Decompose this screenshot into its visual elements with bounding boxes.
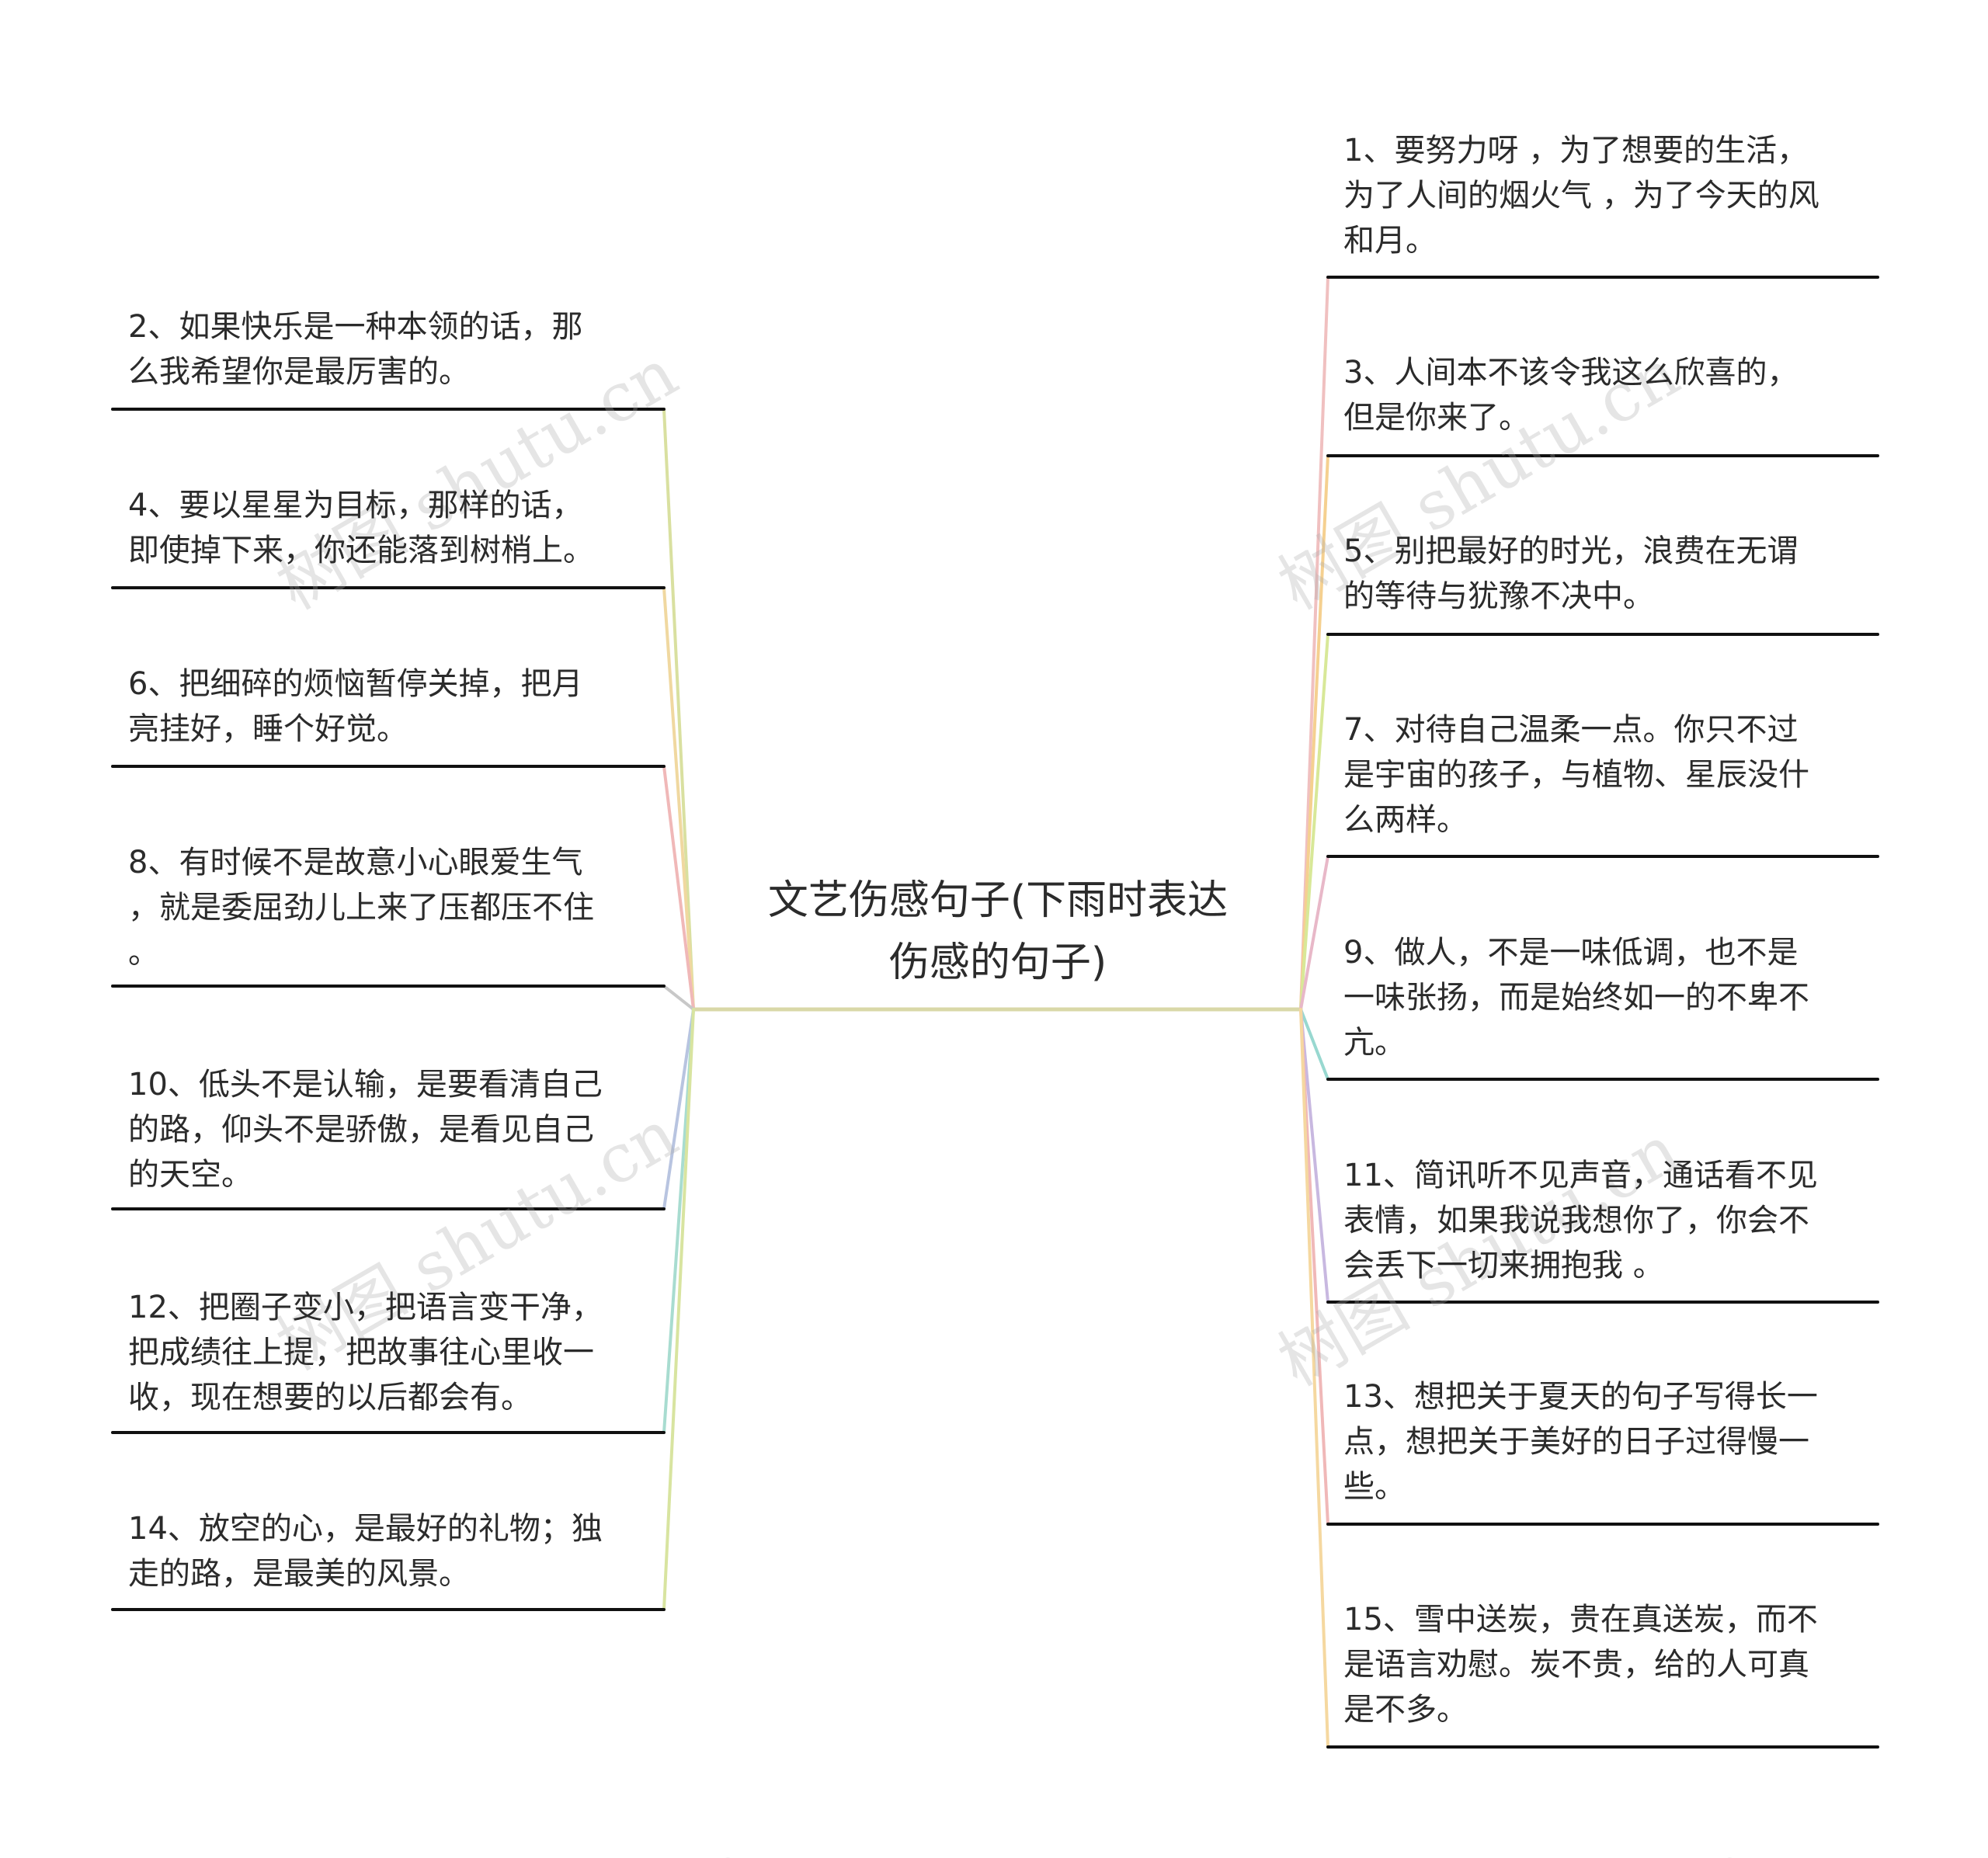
branch-connector (1299, 1008, 1329, 1081)
right-topic-node[interactable]: 5、别把最好的时光，浪费在无谓 的等待与犹豫不决中。 (1343, 529, 1860, 619)
node-text-line: 把成绩往上提，把故事往心里收一 (128, 1335, 594, 1370)
node-text-line: 。 (128, 935, 159, 971)
right-topic-node[interactable]: 9、做人，不是一味低调，也不是 一味张扬，而是始终如一的不卑不 亢。 (1343, 930, 1860, 1065)
node-text-line: 是语言劝慰。炭不贵，给的人可真 (1343, 1647, 1809, 1683)
branch-connector (662, 586, 695, 1011)
node-text-line: 表情，如果我说我想你了，你会不 (1343, 1203, 1809, 1238)
branch-connector (662, 985, 695, 1011)
branch-connector (1299, 1008, 1329, 1304)
node-text-line: 是宇宙的孩子，与植物、星辰没什 (1343, 757, 1809, 793)
branch-connector (662, 765, 695, 1011)
node-text-line: 2、如果快乐是一种本领的话，那 (128, 309, 583, 345)
branch-connector (1299, 633, 1329, 1011)
node-text-line: 7、对待自己温柔一点。你只不过 (1343, 712, 1799, 748)
branch-connector (1299, 454, 1329, 1011)
node-text-line: 13、想把关于夏天的句子写得长一 (1343, 1379, 1818, 1415)
node-text-line: 11、简讯听不见声音，通话看不见 (1343, 1158, 1818, 1193)
node-text-line: 的路，仰头不是骄傲，是看见自己 (128, 1112, 594, 1148)
node-text-line: 么两样。 (1343, 802, 1468, 838)
node-text-line: 的等待与犹豫不决中。 (1343, 578, 1654, 614)
node-text-line: 10、低头不是认输，是要看清自己 (128, 1067, 603, 1103)
node-text-line: 亮挂好，睡个好觉。 (128, 711, 408, 747)
node-text-line: 8、有时候不是故意小心眼爱生气 (128, 845, 583, 880)
node-text-line: 的天空。 (128, 1157, 252, 1193)
left-topic-node[interactable]: 2、如果快乐是一种本领的话，那 么我希望你是最厉害的。 (128, 304, 645, 394)
right-topic-node[interactable]: 11、简讯听不见声音，通话看不见 表情，如果我说我想你了，你会不 会丢下一切来拥… (1343, 1153, 1860, 1288)
left-topic-node[interactable]: 8、有时候不是故意小心眼爱生气 ，就是委屈劲儿上来了压都压不住 。 (128, 840, 645, 975)
right-topic-node[interactable]: 13、想把关于夏天的句子写得长一 点，想把关于美好的日子过得慢一 些。 (1343, 1374, 1860, 1509)
node-text-line: 但是你来了。 (1343, 400, 1530, 436)
node-text-line: 1、要努力呀 ，为了想要的生活， (1343, 133, 1809, 168)
central-topic[interactable]: 文艺伤感句子(下雨时表达 伤感的句子) (726, 870, 1270, 994)
right-topic-node[interactable]: 7、对待自己温柔一点。你只不过 是宇宙的孩子，与植物、星辰没什 么两样。 (1343, 707, 1860, 842)
branch-connector (1299, 1008, 1329, 1749)
node-text-line: 是不多。 (1343, 1692, 1468, 1728)
node-text-line: 会丢下一切来拥抱我 。 (1343, 1248, 1664, 1283)
node-text-line: 一味张扬，而是始终如一的不卑不 (1343, 980, 1809, 1016)
node-text-line: 即使掉下来，你还能落到树梢上。 (128, 533, 594, 568)
right-topic-node[interactable]: 3、人间本不该令我这么欣喜的， 但是你来了。 (1343, 350, 1860, 440)
node-text-line: 点，想把关于美好的日子过得慢一 (1343, 1424, 1809, 1460)
central-topic-line: 伤感的句子) (888, 939, 1107, 986)
node-text-line: 些。 (1343, 1469, 1406, 1505)
node-text-line: 15、雪中送炭，贵在真送炭，而不 (1343, 1602, 1818, 1637)
branch-connector (662, 1008, 695, 1611)
left-topic-node[interactable]: 14、放空的心，是最好的礼物；独 走的路，是最美的风景。 (128, 1506, 645, 1596)
left-topic-node[interactable]: 6、把细碎的烦恼暂停关掉，把月 亮挂好，睡个好觉。 (128, 662, 645, 752)
node-text-line: 9、做人，不是一味低调，也不是 (1343, 935, 1799, 971)
node-text-line: 12、把圈子变小，把语言变干净， (128, 1290, 603, 1325)
node-text-line: 和月。 (1343, 223, 1437, 259)
node-text-line: 4、要以星星为目标，那样的话， (128, 488, 583, 523)
left-topic-node[interactable]: 4、要以星星为目标，那样的话， 即使掉下来，你还能落到树梢上。 (128, 483, 645, 573)
central-topic-line: 文艺伤感句子(下雨时表达 (767, 877, 1229, 924)
node-text-line: 3、人间本不该令我这么欣喜的， (1343, 355, 1799, 391)
left-topic-node[interactable]: 10、低头不是认输，是要看清自己 的路，仰头不是骄傲，是看见自己 的天空。 (128, 1062, 645, 1197)
left-topic-node[interactable]: 12、把圈子变小，把语言变干净， 把成绩往上提，把故事往心里收一 收，现在想要的… (128, 1285, 645, 1420)
node-text-line: 6、把细碎的烦恼暂停关掉，把月 (128, 666, 583, 702)
node-text-line: 亢。 (1343, 1025, 1406, 1061)
node-text-line: 为了人间的烟火气 ，为了今天的风 (1343, 178, 1819, 214)
node-text-line: 5、别把最好的时光，浪费在无谓 (1343, 533, 1799, 569)
branch-connector (1299, 855, 1329, 1011)
right-topic-node[interactable]: 15、雪中送炭，贵在真送炭，而不 是语言劝慰。炭不贵，给的人可真 是不多。 (1343, 1597, 1860, 1732)
node-text-line: 走的路，是最美的风景。 (128, 1556, 470, 1592)
node-text-line: 14、放空的心，是最好的礼物；独 (128, 1511, 603, 1547)
right-topic-node[interactable]: 1、要努力呀 ，为了想要的生活， 为了人间的烟火气 ，为了今天的风 和月。 (1343, 128, 1860, 263)
node-text-line: ，就是委屈劲儿上来了压都压不住 (128, 890, 594, 926)
node-text-line: 么我希望你是最厉害的。 (128, 354, 470, 390)
branch-connector (662, 408, 695, 1011)
branch-connector (662, 1008, 695, 1210)
node-text-line: 收，现在想要的以后都会有。 (128, 1380, 532, 1415)
